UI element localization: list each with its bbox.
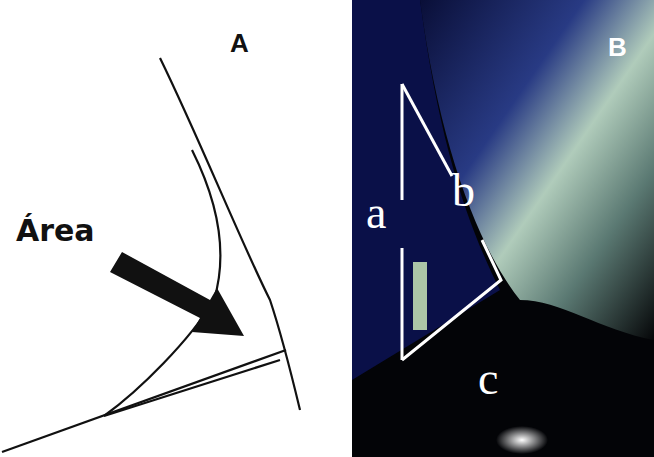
photo-shadow xyxy=(352,0,500,380)
line-drawing xyxy=(2,58,300,452)
side-letter: a xyxy=(366,190,386,236)
panel-letter: B xyxy=(608,34,627,60)
triangle-outline xyxy=(402,84,501,360)
photo-ground xyxy=(352,0,654,457)
photo-spot xyxy=(496,426,548,454)
pointer-arrow xyxy=(110,252,244,336)
side-letter: c xyxy=(478,356,498,402)
side-letter: b xyxy=(452,168,475,214)
region-label: Área xyxy=(16,216,95,246)
panel-letter: A xyxy=(230,30,249,56)
photo-highlight xyxy=(413,262,427,330)
